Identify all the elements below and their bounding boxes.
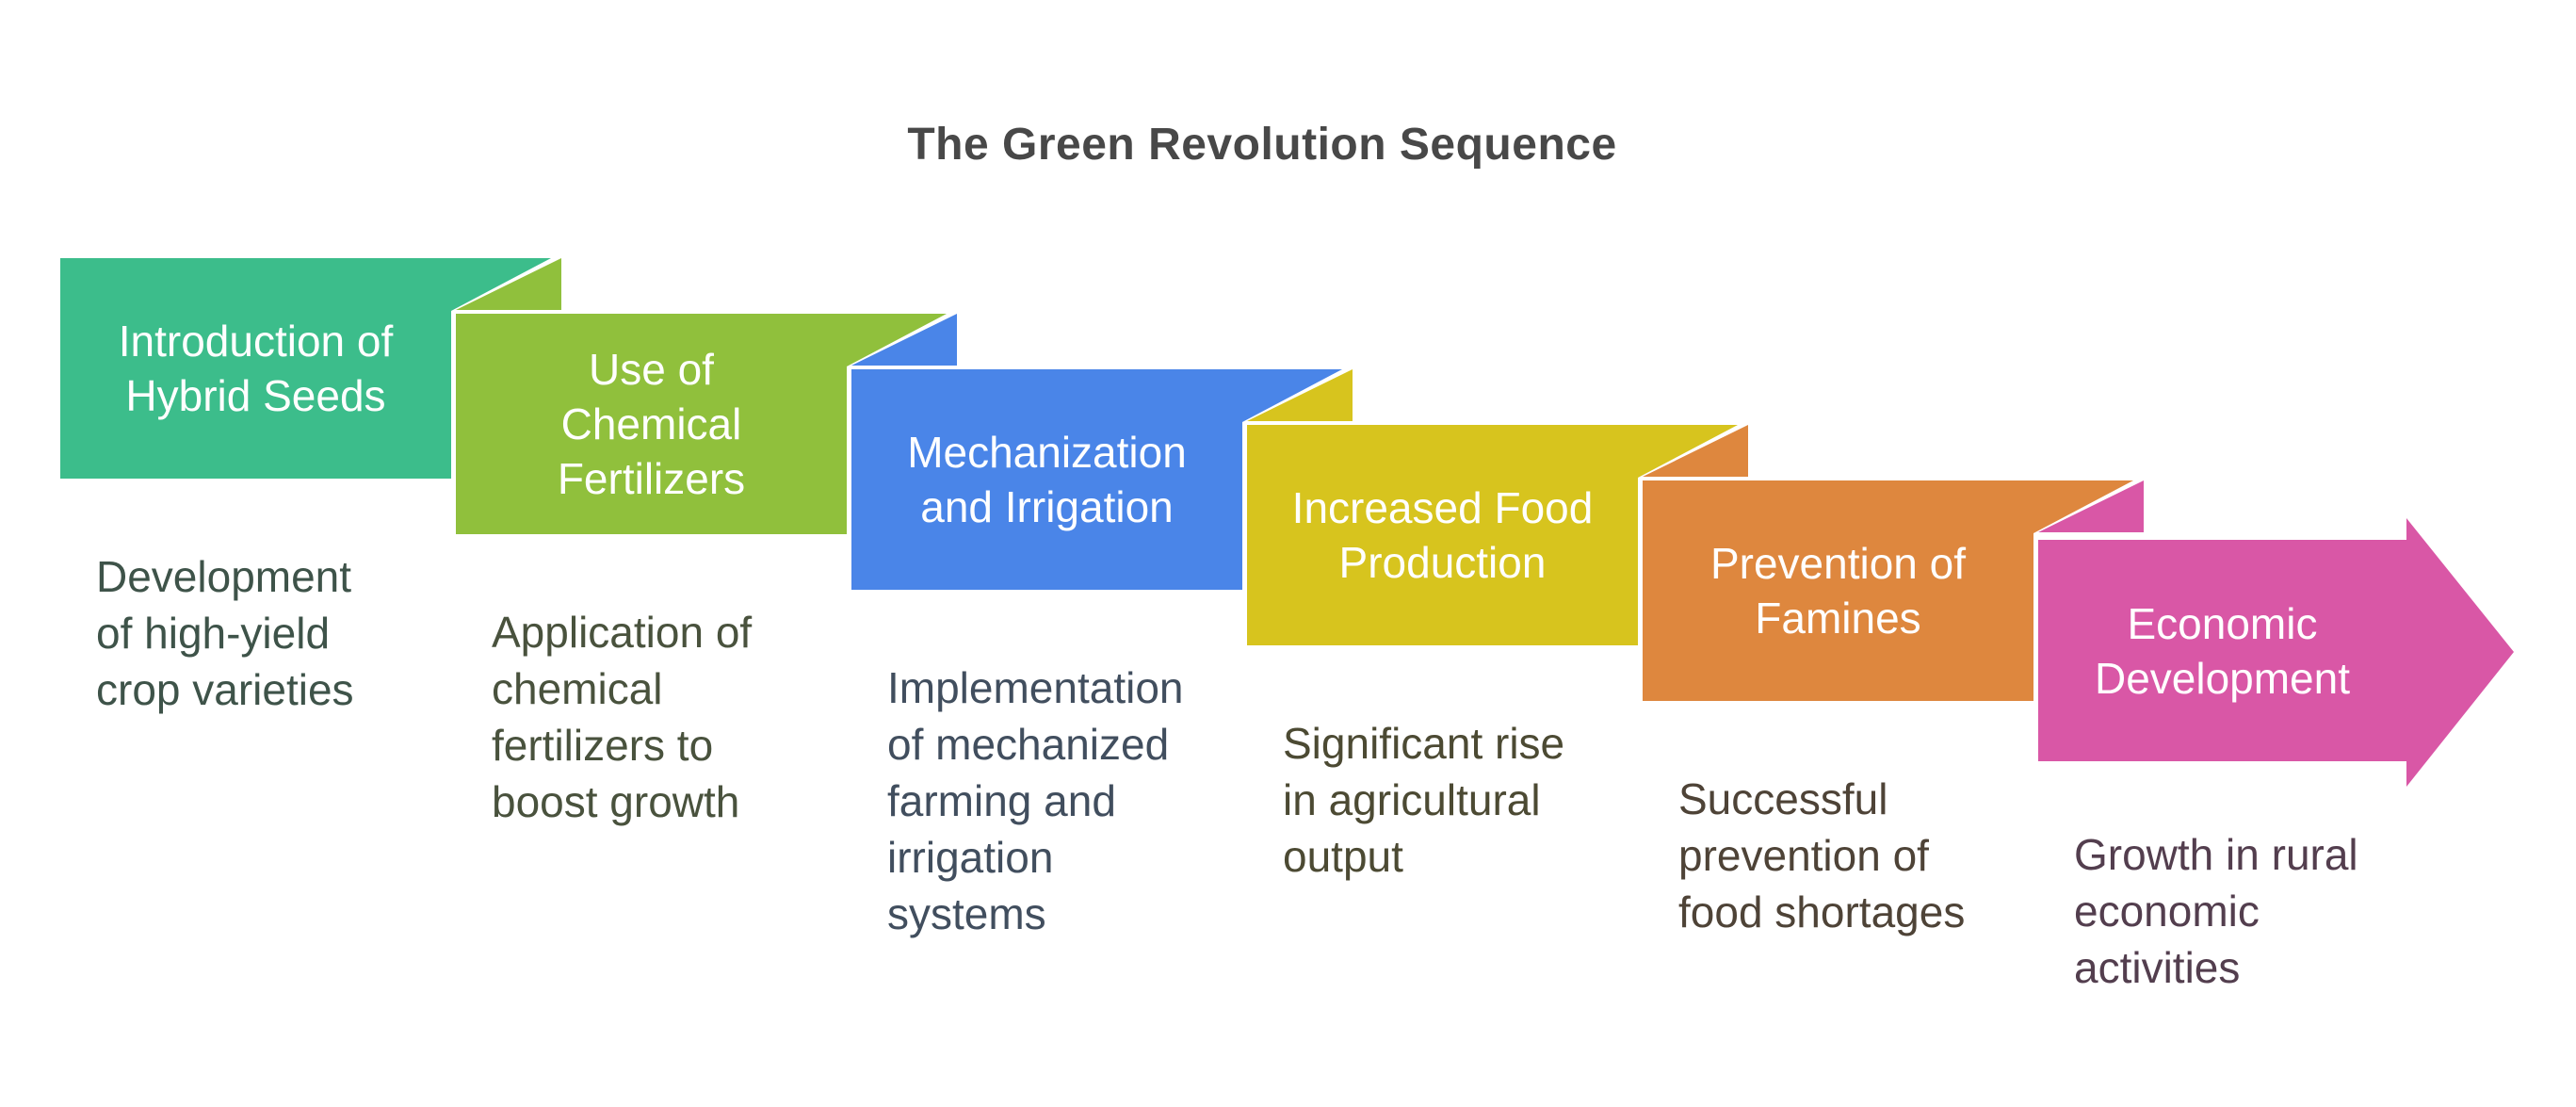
fold-triangle: [1247, 369, 1353, 421]
arrow-banner-shape: [2038, 518, 2514, 787]
fold-triangle: [456, 258, 561, 310]
fold-triangle: [2038, 480, 2144, 532]
diagram-title: The Green Revolution Sequence: [907, 120, 1617, 170]
fold-triangle: [851, 314, 957, 366]
fold-triangle: [1643, 425, 1748, 477]
